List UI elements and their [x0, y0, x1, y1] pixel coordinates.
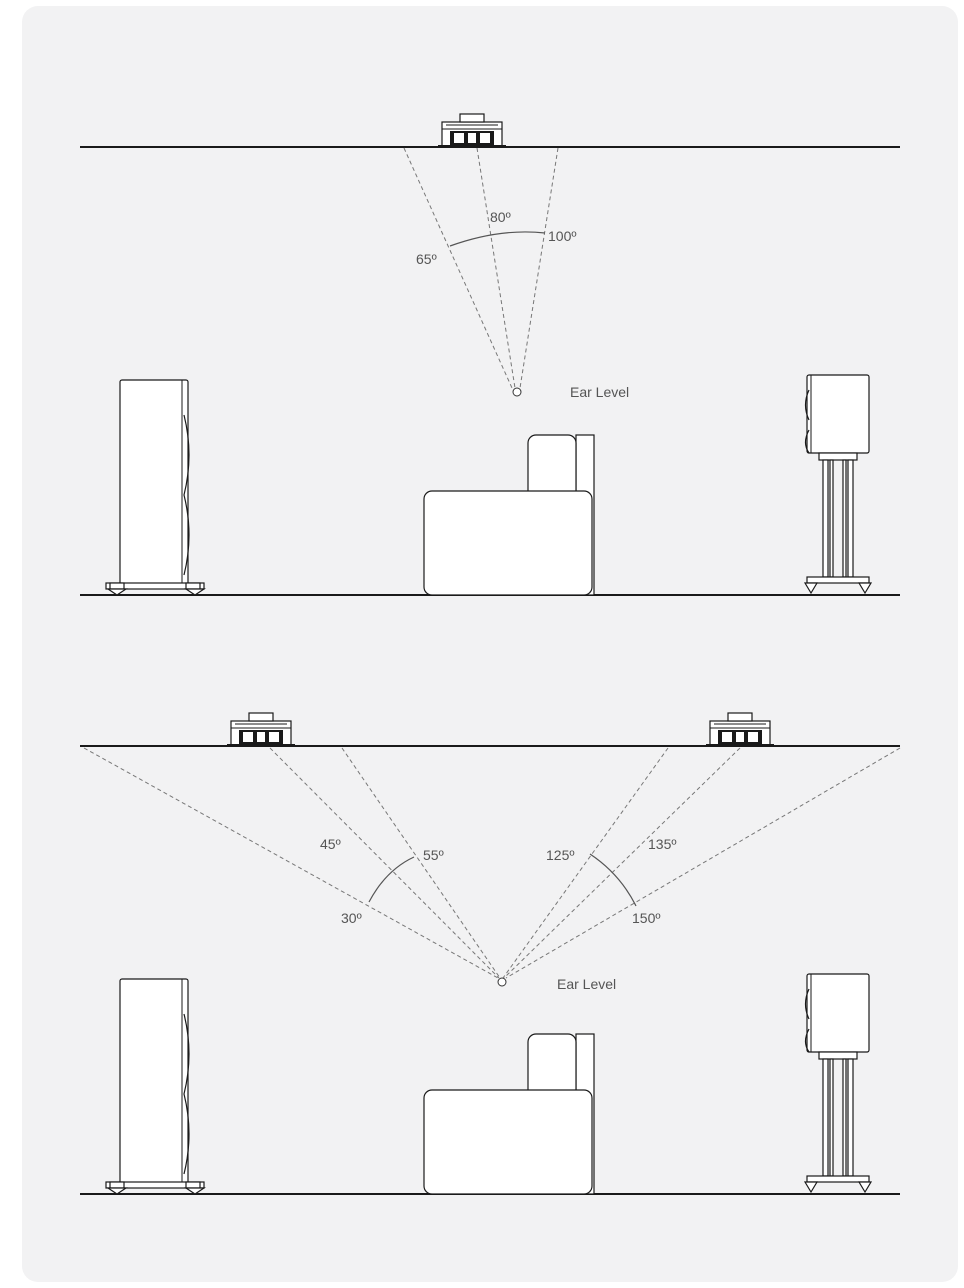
bottom-diagram: 45º 55º 30º 125º 135º 150º Ear Level	[80, 712, 901, 1195]
ear-level-label: Ear Level	[557, 976, 616, 992]
angle-label-30: 30º	[341, 910, 362, 926]
top-diagram: 80º 100º 65º Ear Level	[80, 113, 900, 596]
ceiling-speaker-right-icon	[705, 712, 775, 746]
floor-speaker-icon	[105, 978, 205, 1195]
ear-level-label: Ear Level	[570, 384, 629, 400]
angle-label-80: 80º	[490, 209, 511, 225]
stand-speaker-icon	[804, 973, 872, 1193]
angle-rays	[403, 147, 559, 389]
angle-label-45: 45º	[320, 836, 341, 852]
angle-label-125: 125º	[546, 847, 574, 863]
angle-rays	[83, 747, 901, 979]
ear-icon	[497, 977, 507, 987]
angle-label-150: 150º	[632, 910, 660, 926]
angle-arc	[449, 231, 546, 247]
floor-speaker-icon	[105, 379, 205, 596]
angle-label-55: 55º	[423, 847, 444, 863]
sofa-icon	[423, 434, 595, 596]
ceiling-speaker-icon	[437, 113, 507, 147]
angle-arc-right	[589, 853, 637, 907]
ceiling-speaker-left-icon	[226, 712, 296, 746]
angle-arc-left	[368, 856, 415, 903]
angle-label-135: 135º	[648, 836, 676, 852]
angle-label-100: 100º	[548, 228, 576, 244]
ear-icon	[512, 387, 522, 397]
angle-label-65: 65º	[416, 251, 437, 267]
stand-speaker-icon	[804, 374, 872, 594]
sofa-icon	[423, 1033, 595, 1195]
